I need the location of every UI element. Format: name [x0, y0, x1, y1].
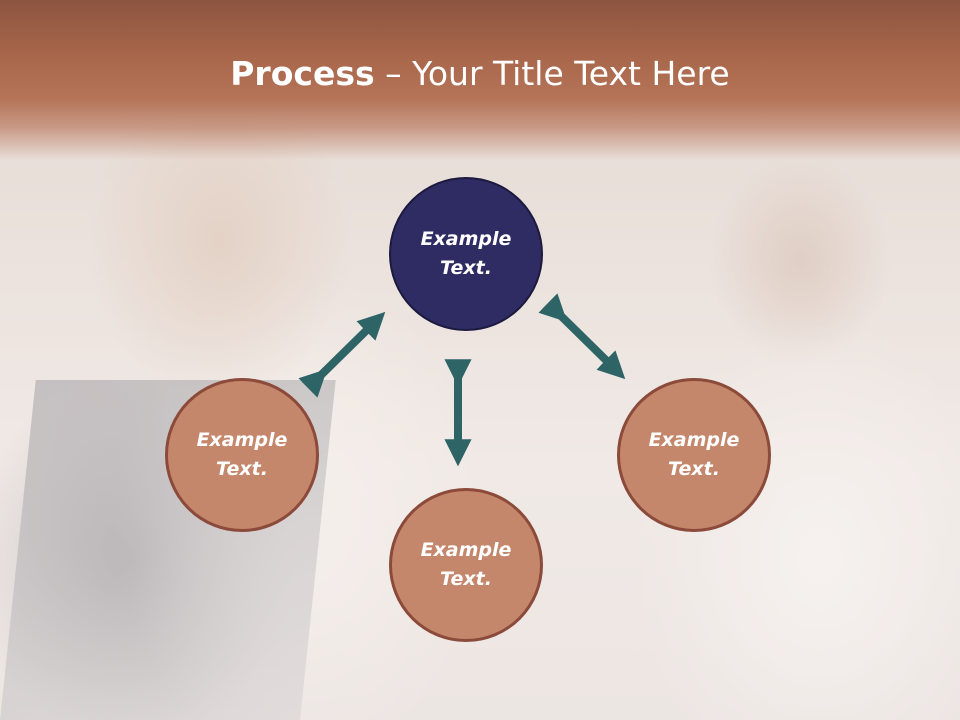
title-band: [0, 0, 960, 160]
title-rest: – Your Title Text Here: [374, 54, 730, 93]
title-bold: Process: [230, 54, 375, 93]
top-circle: Example Text.: [389, 177, 543, 331]
right-circle-label: Example Text.: [648, 429, 740, 480]
top-circle-label: Example Text.: [420, 228, 512, 279]
bottom-circle-label: Example Text.: [420, 539, 512, 590]
bottom-circle: Example Text.: [389, 488, 543, 642]
left-circle-label: Example Text.: [196, 429, 288, 480]
left-circle: Example Text.: [165, 378, 319, 532]
page-title: Process – Your Title Text Here: [0, 52, 960, 96]
right-circle: Example Text.: [617, 378, 771, 532]
